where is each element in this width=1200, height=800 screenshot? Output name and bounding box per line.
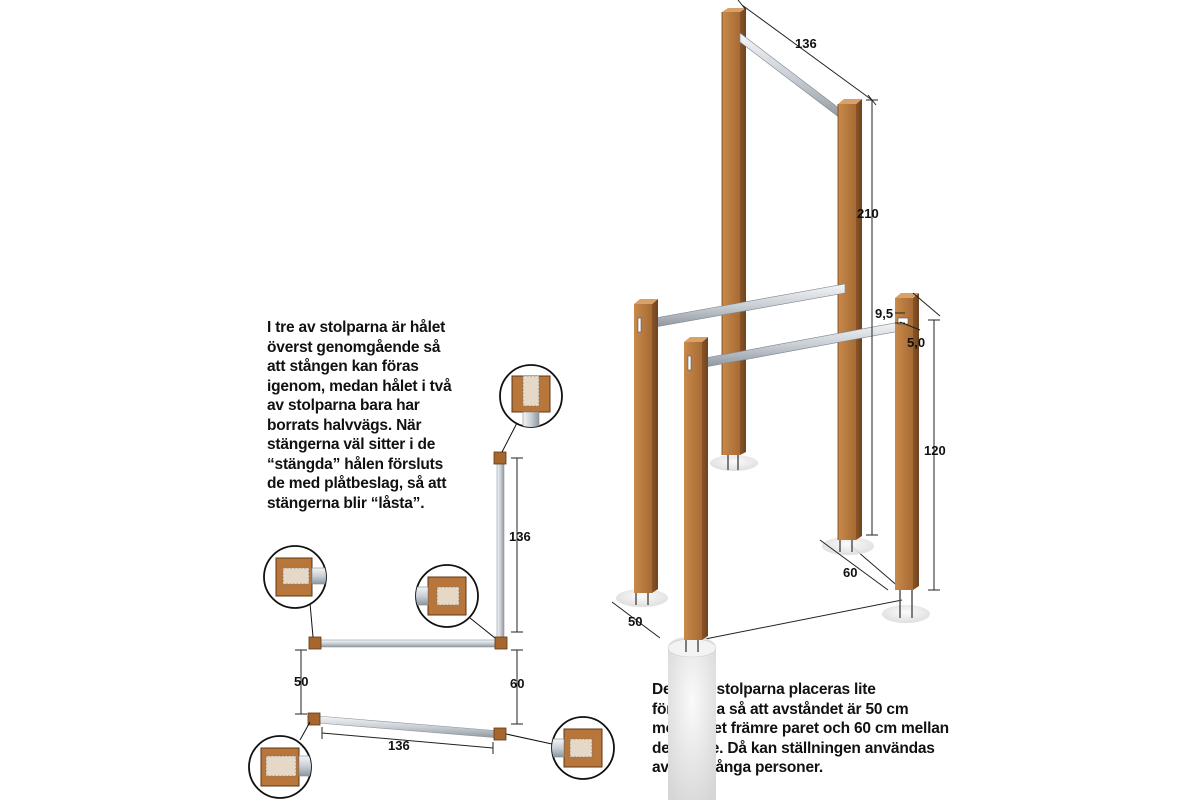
plan-post-tall: [493, 451, 507, 465]
dim-tall-height: 210: [857, 206, 879, 221]
tall-post-back-right: [837, 99, 862, 540]
detail-callout-tall-post: [499, 364, 563, 428]
short-post-left-front: [684, 337, 708, 640]
detail-callout-bottom-left: [248, 735, 312, 799]
plan-post-bottom-left: [307, 712, 321, 726]
frame-3d: 136 210 9,5 5,0 120 60 50: [611, 0, 946, 800]
footing-front-concrete: [667, 585, 717, 800]
dim-post-thickness: 5,0: [907, 335, 925, 350]
detail-callout-top-left: [263, 545, 327, 609]
top-bar: [739, 32, 845, 122]
tall-post-back-left: [721, 8, 746, 455]
plan-view: 136 50 60 136: [248, 364, 615, 799]
caption-hole-explanation: I tre av stolparna är hålet överst genom…: [267, 319, 452, 512]
plan-dim-spacing-right: 60: [510, 676, 524, 691]
detail-callout-bottom-right: [551, 716, 615, 780]
plan-post-bottom-right: [493, 727, 507, 741]
ground-line-front: [699, 599, 903, 641]
dim-front-spacing: 50: [628, 614, 642, 629]
plan-dim-width-top: 136: [509, 529, 531, 544]
dimensions-3d: 136 210 9,5 5,0 120 60 50: [611, 0, 946, 639]
plan-post-top-left: [308, 636, 322, 650]
plan-dim-width-bottom: 136: [388, 738, 410, 753]
short-post-right: [895, 293, 919, 590]
short-post-left-back: [634, 299, 658, 593]
plan-bar-vertical: [496, 461, 505, 643]
dim-short-height: 120: [924, 443, 946, 458]
dim-top-width: 136: [795, 36, 817, 51]
plan-bar-top: [315, 639, 503, 648]
plan-post-top-right: [494, 636, 508, 650]
dim-hole-offset: 9,5: [875, 306, 893, 321]
middle-bar-left: [654, 283, 846, 328]
plan-dim-spacing-left: 50: [294, 674, 308, 689]
detail-callout-corner: [415, 564, 479, 628]
dim-back-spacing: 60: [843, 565, 857, 580]
